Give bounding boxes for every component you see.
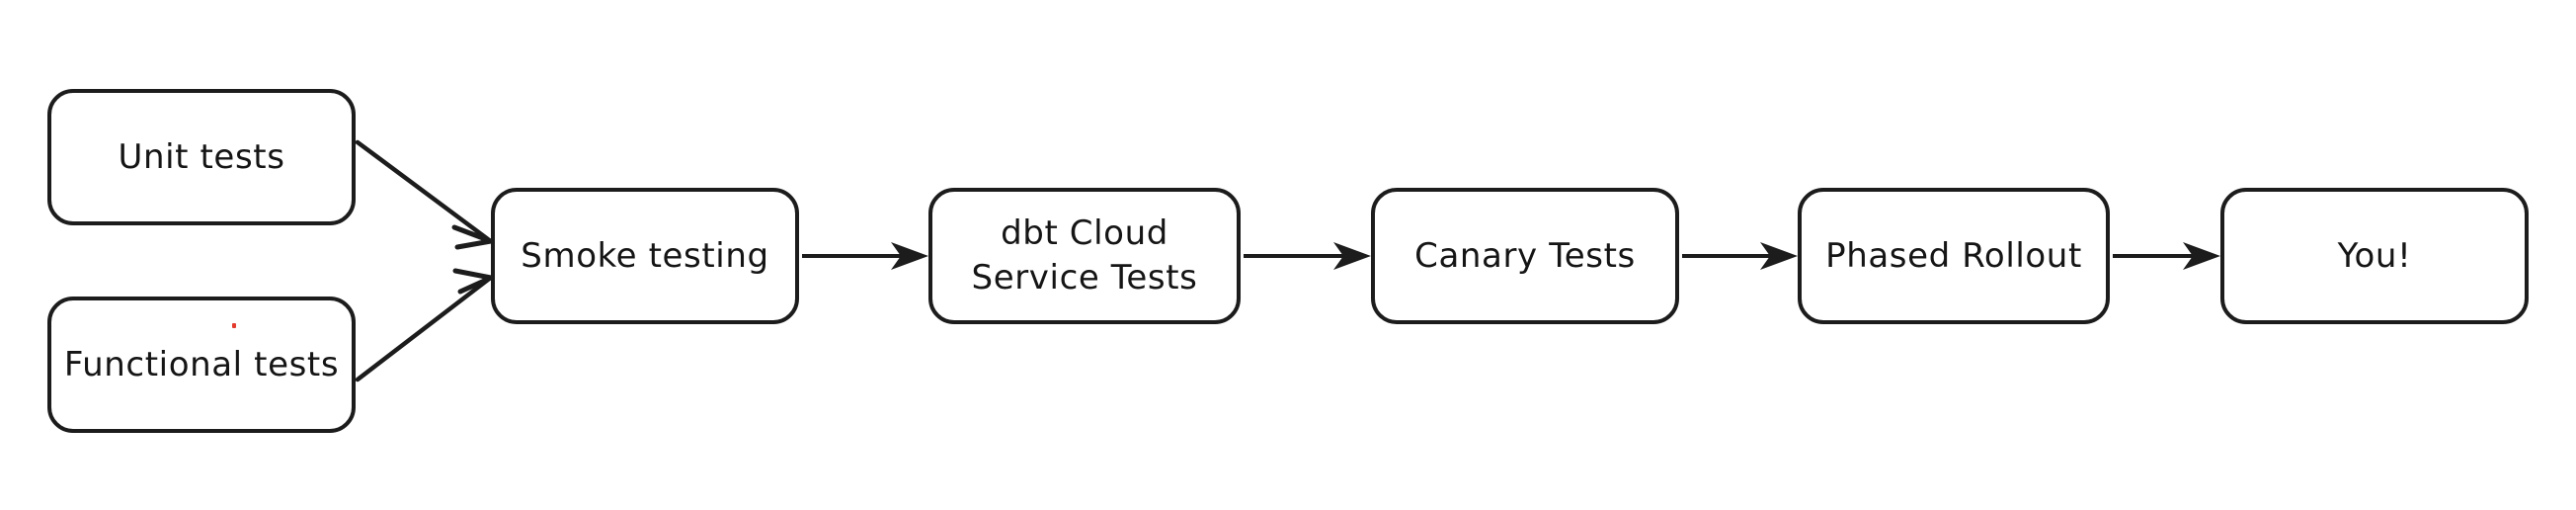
- edge-phased-to-you: [2113, 242, 2220, 270]
- node-functional-tests-label: Functional tests: [63, 344, 340, 384]
- node-you-label: You!: [2337, 235, 2412, 276]
- edge-functional-to-smoke: [355, 268, 494, 382]
- edge-smoke-to-dbt: [802, 242, 928, 270]
- node-phased-rollout[interactable]: Phased Rollout: [1798, 188, 2110, 324]
- edge-unit-to-smoke: [355, 139, 494, 250]
- node-you[interactable]: You!: [2220, 188, 2529, 324]
- node-unit-tests-label: Unit tests: [118, 136, 285, 177]
- node-canary-tests[interactable]: Canary Tests: [1371, 188, 1679, 324]
- render-artifact-dot: [232, 323, 236, 328]
- node-dbt-cloud-service-tests-label: dbt Cloud Service Tests: [971, 213, 1198, 298]
- node-smoke-testing[interactable]: Smoke testing: [491, 188, 799, 324]
- node-dbt-cloud-service-tests[interactable]: dbt Cloud Service Tests: [928, 188, 1241, 324]
- node-phased-rollout-label: Phased Rollout: [1825, 235, 2082, 276]
- node-functional-tests[interactable]: Functional tests: [47, 297, 356, 433]
- node-canary-tests-label: Canary Tests: [1414, 235, 1636, 276]
- node-unit-tests[interactable]: Unit tests: [47, 89, 356, 225]
- edge-canary-to-phased: [1682, 242, 1798, 270]
- node-smoke-testing-label: Smoke testing: [521, 235, 769, 276]
- edge-dbt-to-canary: [1244, 242, 1371, 270]
